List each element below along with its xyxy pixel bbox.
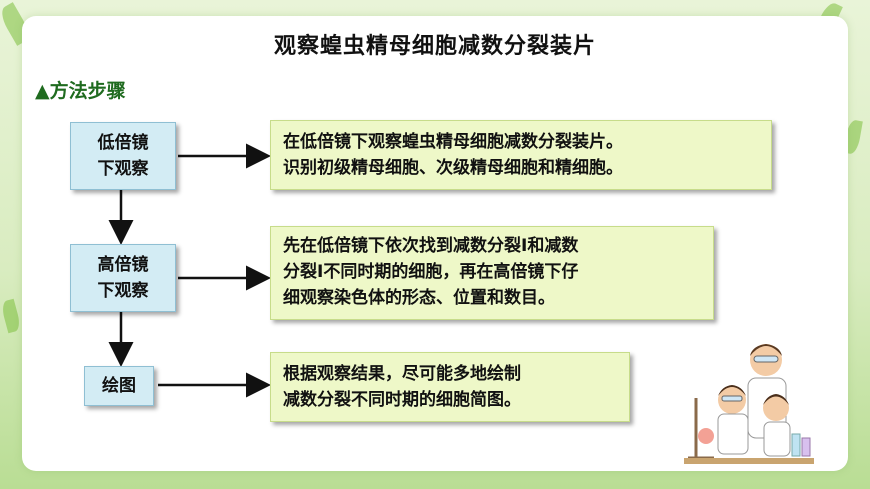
desc-high-magnification: 先在低倍镜下依次找到减数分裂I和减数 分裂I不同时期的细胞，再在高倍镜下仔 细观… xyxy=(270,226,714,320)
page-title: 观察蝗虫精母细胞减数分裂装片 xyxy=(273,34,596,59)
step-label: 高倍镜 下观察 xyxy=(97,255,149,301)
desc-text: 先在低倍镜下依次找到减数分裂I和减数 分裂I不同时期的细胞，再在高倍镜下仔 细观… xyxy=(283,236,579,308)
step-label: 低倍镜 下观察 xyxy=(97,133,149,179)
step-label: 绘图 xyxy=(102,376,136,396)
step-drawing: 绘图 xyxy=(84,366,154,406)
section-heading: ▲方法步骤 xyxy=(35,80,126,102)
scientists-illustration xyxy=(684,344,814,464)
step-low-magnification: 低倍镜 下观察 xyxy=(70,122,176,190)
desc-text: 根据观察结果，尽可能多地绘制 减数分裂不同时期的细胞简图。 xyxy=(283,364,521,410)
desc-drawing: 根据观察结果，尽可能多地绘制 减数分裂不同时期的细胞简图。 xyxy=(270,352,630,422)
desc-text: 在低倍镜下观察蝗虫精母细胞减数分裂装片。 识别初级精母细胞、次级精母细胞和精细胞… xyxy=(283,132,623,178)
step-high-magnification: 高倍镜 下观察 xyxy=(70,244,176,312)
desc-low-magnification: 在低倍镜下观察蝗虫精母细胞减数分裂装片。 识别初级精母细胞、次级精母细胞和精细胞… xyxy=(270,120,772,190)
